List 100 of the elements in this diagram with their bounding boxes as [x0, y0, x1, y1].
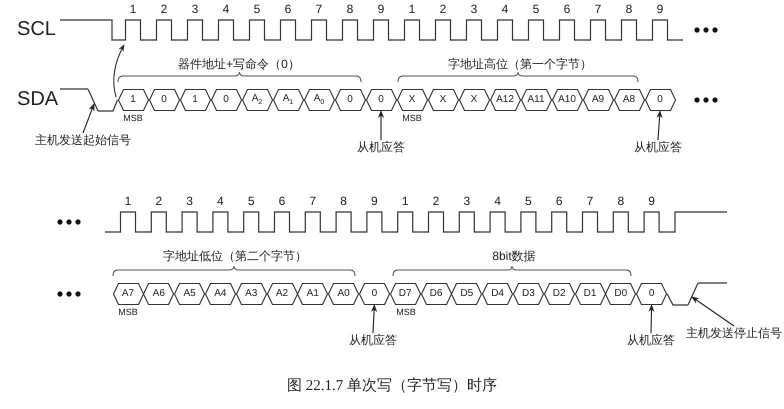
bit-hexagon	[512, 283, 544, 305]
clock-number: 8	[617, 195, 624, 208]
bit-hexagon	[143, 283, 174, 305]
annotation-text: 从机应答	[632, 140, 684, 154]
clock-number: 4	[502, 3, 508, 16]
bit-label: 1	[192, 95, 198, 105]
bit-label: D5	[460, 289, 474, 299]
clock-number: 9	[371, 195, 378, 208]
leader-arrow	[378, 110, 384, 140]
clock-number: 1	[408, 3, 416, 16]
bit-label: A9	[592, 95, 604, 105]
bit-label: D7	[398, 289, 412, 299]
leader-arrow	[82, 103, 95, 134]
clock-number: 6	[564, 3, 570, 16]
bit-label: A8	[622, 95, 636, 105]
bit-hexagon	[574, 283, 606, 305]
clock-number: 4	[217, 195, 224, 208]
clock-number: 4	[222, 3, 230, 16]
bit-hexagon	[544, 283, 575, 305]
bit-label: A$_{2}$	[252, 94, 262, 106]
bit-label: X	[440, 95, 446, 105]
clock-number: 8	[626, 3, 632, 16]
field-label: 8bit数据	[492, 250, 536, 264]
annotation-text: 主机发送起始信号	[33, 133, 133, 147]
clock-number: 6	[278, 195, 286, 208]
msb-marker: MSB	[402, 114, 422, 124]
bit-hexagon	[582, 89, 614, 111]
bit-hexagon	[614, 89, 644, 111]
bit-label: A10	[558, 95, 576, 105]
bit-label: A1	[306, 289, 319, 299]
msb-marker: MSB	[118, 308, 138, 318]
clock-number: 3	[463, 195, 470, 208]
bit-hexagon	[482, 283, 514, 305]
leader-arrow	[370, 304, 378, 334]
bit-hexagon	[272, 89, 304, 111]
clock-number: 5	[254, 3, 260, 16]
bit-hexagon	[644, 89, 676, 111]
clock-number: 1	[130, 3, 136, 16]
bit-label: 0	[657, 95, 663, 105]
bit-label: 0	[648, 289, 654, 299]
clock-number: 5	[525, 195, 532, 208]
annotation-text: 从机应答	[355, 140, 407, 154]
field-label: 字地址高位（第一个字节）	[448, 58, 592, 72]
bit-hexagon	[148, 89, 180, 111]
bit-label: 0	[347, 95, 353, 105]
bit-label: D2	[552, 289, 566, 299]
bit-hexagon	[428, 89, 458, 111]
bit-label: 0	[223, 95, 229, 105]
leader-arrow	[656, 110, 663, 140]
clock-number: 8	[340, 195, 347, 208]
bit-hexagon	[458, 89, 490, 111]
clock-number: 7	[309, 195, 316, 208]
bit-label: A7	[122, 289, 134, 299]
bit-label: D4	[491, 289, 504, 299]
field-label: 字地址低位（第二个字节）	[163, 250, 307, 264]
bit-hexagon	[210, 89, 242, 111]
transition-line	[687, 282, 699, 306]
annotation-text: 主机发送停止信号	[684, 326, 784, 340]
clock-number: 5	[532, 3, 540, 16]
leader-arrow	[648, 304, 655, 334]
bit-hexagon	[242, 89, 272, 111]
bit-hexagon	[297, 283, 328, 305]
leader-arrow	[691, 296, 734, 326]
bit-label: A$_{0}$	[314, 94, 324, 106]
bit-hexagon	[451, 283, 482, 305]
clock-number: 2	[160, 3, 168, 16]
bit-label: D6	[430, 289, 442, 299]
bit-hexagon	[304, 89, 334, 111]
bit-hexagon	[118, 89, 148, 111]
bit-label: X	[470, 95, 478, 105]
msb-marker: MSB	[123, 114, 143, 124]
clock-number: 8	[346, 3, 354, 16]
clock-number: 7	[586, 195, 594, 208]
bit-hexagon	[236, 283, 267, 305]
bit-label: A0	[337, 289, 350, 299]
clock-number: 2	[440, 3, 446, 16]
bit-label: 0	[161, 95, 167, 105]
bit-hexagon	[180, 89, 210, 111]
msb-marker: MSB	[396, 308, 416, 318]
bit-hexagon	[552, 89, 582, 111]
bit-label: A12	[496, 95, 514, 105]
clock-number: 3	[192, 3, 198, 16]
bit-label: A4	[214, 289, 226, 299]
clock-number: 3	[470, 3, 478, 16]
bit-hexagon	[358, 283, 390, 305]
clock-number: 3	[186, 195, 193, 208]
bit-label: A$_{1}$	[282, 94, 294, 106]
bit-hexagon	[420, 283, 452, 305]
bit-hexagon	[605, 283, 636, 305]
bit-label: D0	[614, 289, 628, 299]
clock-number: 5	[248, 195, 255, 208]
bit-label: A11	[527, 95, 545, 105]
clock-number: 6	[556, 195, 563, 208]
bit-label: A2	[276, 289, 288, 299]
clock-number: 1	[124, 195, 132, 208]
clock-number: 6	[284, 3, 292, 16]
bit-hexagon	[366, 89, 396, 111]
field-label: 器件地址+写命令（0）	[178, 58, 300, 72]
bit-hexagon	[266, 283, 298, 305]
clock-number: 4	[494, 195, 501, 208]
